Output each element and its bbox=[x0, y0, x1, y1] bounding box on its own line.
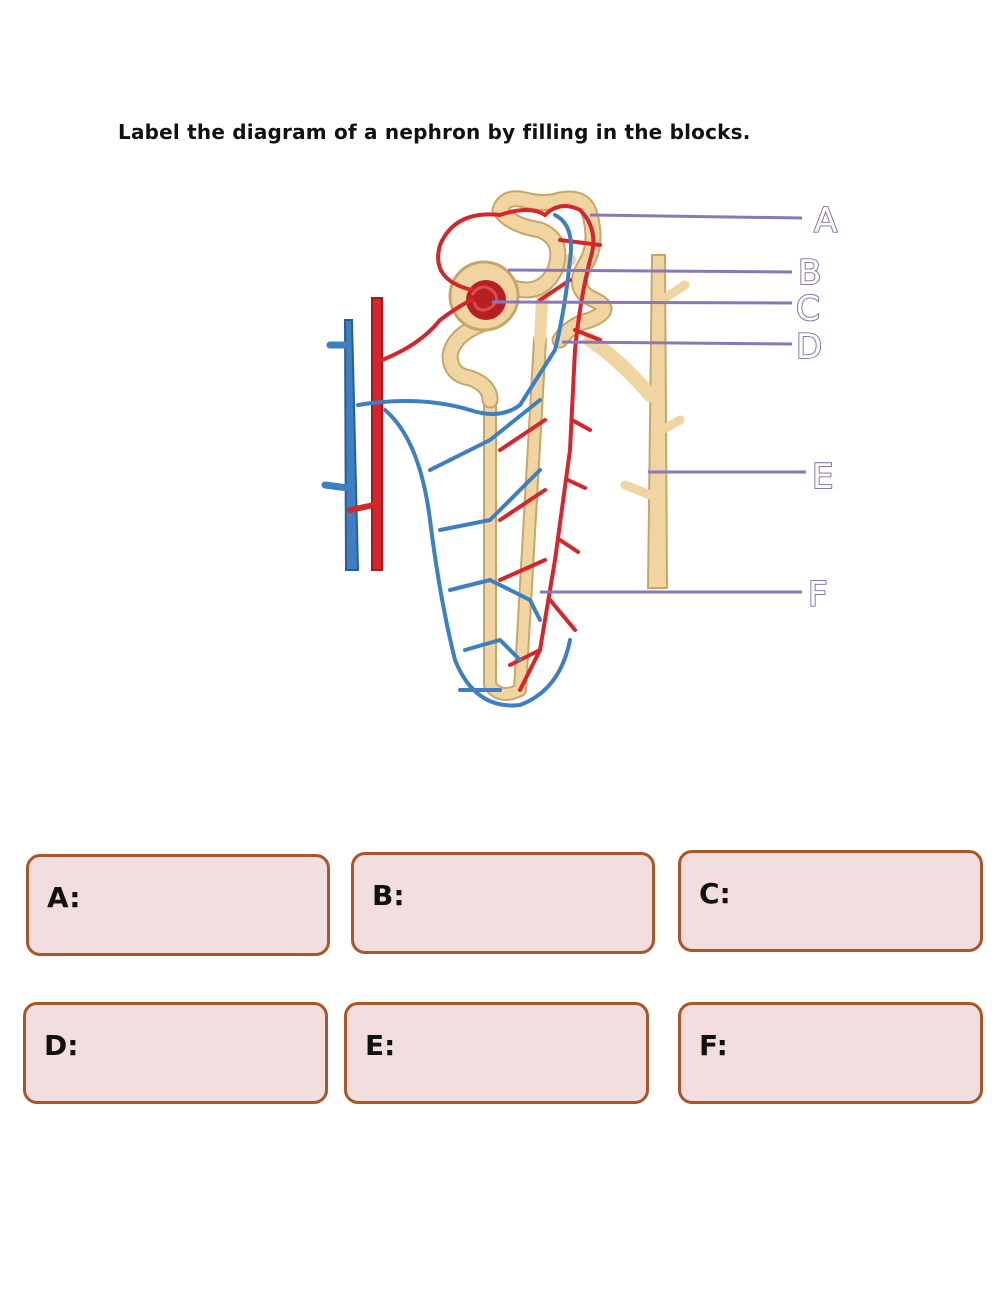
leader-line-b bbox=[507, 268, 793, 274]
answer-box-label: C: bbox=[699, 877, 731, 910]
answer-box-label: D: bbox=[44, 1029, 79, 1062]
answer-box-label: E: bbox=[365, 1029, 396, 1062]
answer-box-f[interactable]: F: bbox=[678, 1002, 983, 1104]
label-b: B bbox=[798, 253, 821, 293]
answer-box-d[interactable]: D: bbox=[23, 1002, 328, 1104]
answer-box-label: A: bbox=[47, 881, 81, 914]
label-e: E bbox=[812, 457, 833, 497]
label-d: D bbox=[796, 327, 822, 367]
convoluted-tubules bbox=[441, 190, 613, 409]
label-a: A bbox=[814, 201, 837, 241]
bowmans-capsule bbox=[448, 260, 520, 332]
label-f: F bbox=[808, 575, 828, 615]
answer-box-c[interactable]: C: bbox=[678, 850, 983, 952]
leader-line-d bbox=[561, 340, 793, 346]
leader-line-c bbox=[491, 300, 793, 305]
answer-box-label: B: bbox=[372, 879, 405, 912]
collecting-duct bbox=[583, 254, 690, 589]
nephron-diagram: A B C D E F bbox=[321, 190, 838, 708]
arteriole-network bbox=[380, 204, 602, 692]
venule-network bbox=[356, 213, 573, 708]
answer-box-b[interactable]: B: bbox=[351, 852, 655, 954]
renal-vessels bbox=[321, 297, 383, 571]
answer-box-label: F: bbox=[699, 1029, 728, 1062]
diagram-letters: A B C D E F bbox=[795, 200, 838, 616]
instruction-text: Label the diagram of a nephron by fillin… bbox=[118, 120, 751, 144]
leader-lines bbox=[491, 213, 806, 594]
label-c: C bbox=[796, 289, 820, 329]
answer-box-e[interactable]: E: bbox=[344, 1002, 649, 1104]
answer-box-a[interactable]: A: bbox=[26, 854, 330, 956]
leader-line-a bbox=[589, 213, 803, 220]
